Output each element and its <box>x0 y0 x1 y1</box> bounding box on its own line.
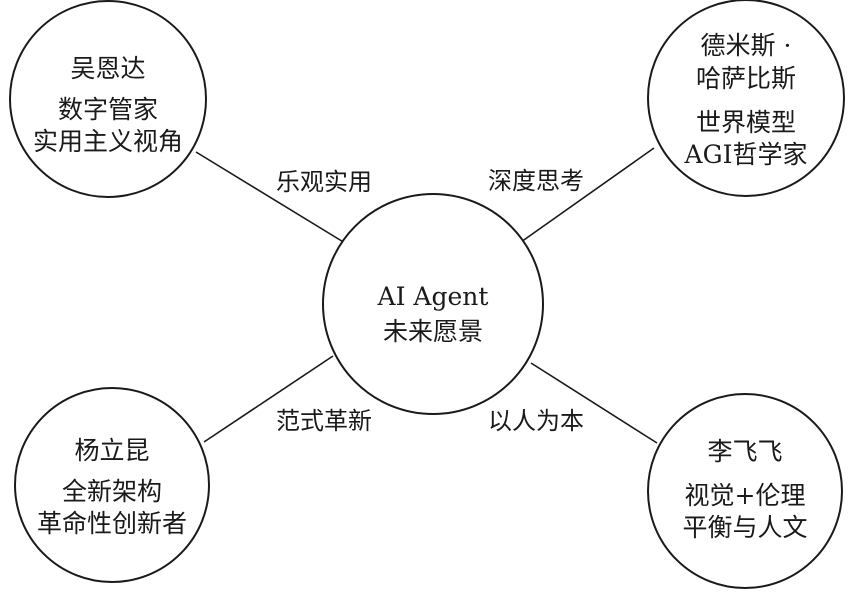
node-top-left-circle <box>9 0 207 198</box>
bottom-right-desc-1: 视觉+伦理 <box>685 481 806 510</box>
top-right-name-2: 哈萨比斯 <box>696 64 796 93</box>
connector-top-right <box>520 147 655 243</box>
top-left-desc-1: 数字管家 <box>58 95 158 124</box>
connector-bottom-right <box>530 362 658 444</box>
top-right-desc-2: AGI哲学家 <box>684 140 808 169</box>
node-center-circle <box>322 193 544 415</box>
bottom-left-desc-2: 革命性创新者 <box>37 509 187 538</box>
center-subtitle: 未来愿景 <box>383 317 483 346</box>
connector-top-left <box>195 151 346 244</box>
node-top-right-circle <box>647 0 845 197</box>
bottom-right-name: 李飞飞 <box>707 437 782 466</box>
bottom-left-name: 杨立昆 <box>74 436 149 465</box>
bottom-right-desc-2: 平衡与人文 <box>682 513 807 542</box>
edge-label-top-right: 深度思考 <box>488 167 584 195</box>
top-left-desc-2: 实用主义视角 <box>33 127 183 156</box>
node-bottom-right-circle <box>647 393 843 589</box>
top-left-name: 吴恩达 <box>70 54 145 83</box>
edge-label-bottom-left: 范式革新 <box>276 407 372 435</box>
top-right-desc-1: 世界模型 <box>696 108 796 137</box>
node-bottom-left-circle <box>14 387 210 583</box>
connector-bottom-left <box>203 355 334 443</box>
top-right-name-1: 德米斯 · <box>701 31 792 60</box>
edge-label-top-left: 乐观实用 <box>276 168 372 196</box>
bottom-left-desc-1: 全新架构 <box>62 477 162 506</box>
edge-label-bottom-right: 以人为本 <box>488 407 584 435</box>
center-title: AI Agent <box>377 282 489 311</box>
